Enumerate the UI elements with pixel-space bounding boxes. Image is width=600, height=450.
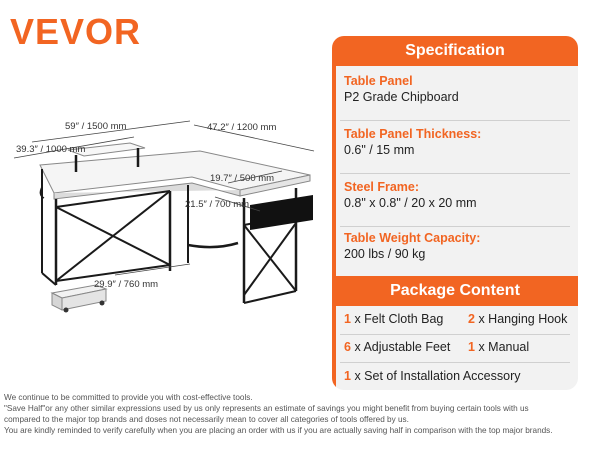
package-qty: 2 (468, 312, 475, 326)
spec-value: 0.8" x 0.8" / 20 x 20 mm (344, 196, 477, 210)
dim-width-label: 59″ / 1500 mm (65, 121, 127, 132)
package-header: Package Content (332, 276, 578, 306)
disclaimer-line: "Save Half"or any other similar expressi… (4, 404, 529, 413)
package-text: x Adjustable Feet (354, 340, 451, 354)
divider (340, 226, 570, 227)
spec-value: 0.6" / 15 mm (344, 143, 415, 157)
package-text: x Hanging Hook (478, 312, 568, 326)
specification-header: Specification (332, 36, 578, 66)
spec-item-thickness: Table Panel Thickness: 0.6" / 15 mm (344, 127, 572, 158)
spec-label: Table Panel Thickness: (344, 127, 482, 141)
spec-item-capacity: Table Weight Capacity: 200 lbs / 90 kg (344, 231, 572, 262)
dim-side-width-label: 21.5″ / 700 mm (185, 199, 249, 210)
divider (340, 173, 570, 174)
disclaimer: We continue to be committed to provide y… (4, 392, 598, 436)
spec-value: P2 Grade Chipboard (344, 90, 459, 104)
dim-height-label: 29.9″ / 760 mm (94, 279, 158, 290)
package-qty: 1 (344, 312, 351, 326)
disclaimer-line: We continue to be committed to provide y… (4, 393, 253, 402)
divider (340, 362, 570, 363)
package-item: 1 x Felt Cloth Bag (344, 312, 443, 326)
package-qty: 6 (344, 340, 351, 354)
spec-item-frame: Steel Frame: 0.8" x 0.8" / 20 x 20 mm (344, 180, 572, 211)
package-item: 6 x Adjustable Feet (344, 340, 450, 354)
disclaimer-line: You are kindly reminded to verify carefu… (4, 426, 553, 435)
divider (340, 334, 570, 335)
package-qty: 1 (468, 340, 475, 354)
specification-card: Specification Table Panel P2 Grade Chipb… (332, 36, 578, 390)
dim-side-depth-label: 19.7″ / 500 mm (210, 173, 274, 184)
package-item: 1 x Manual (468, 340, 529, 354)
l-shaped-desk-illustration: 59″ / 1500 mm 47.2″ / 1200 mm 39.3″ / 10… (13, 120, 315, 313)
package-item: 2 x Hanging Hook (468, 312, 567, 326)
package-qty: 1 (344, 369, 351, 383)
spec-value: 200 lbs / 90 kg (344, 247, 426, 261)
dim-shelf-label: 39.3″ / 1000 mm (16, 144, 85, 155)
spec-label: Table Weight Capacity: (344, 231, 481, 245)
disclaimer-line: compared to the major top brands and dos… (4, 415, 409, 424)
vevor-logo: VEVOR (10, 11, 142, 52)
divider (340, 120, 570, 121)
spec-label: Table Panel (344, 74, 413, 88)
spec-label: Steel Frame: (344, 180, 420, 194)
package-text: x Manual (478, 340, 530, 354)
accent-bar (332, 306, 336, 390)
package-item: 1 x Set of Installation Accessory (344, 369, 521, 383)
package-text: x Set of Installation Accessory (354, 369, 521, 383)
accent-bar (332, 66, 336, 276)
spec-item-panel: Table Panel P2 Grade Chipboard (344, 74, 572, 105)
package-text: x Felt Cloth Bag (354, 312, 444, 326)
dim-depth-label: 47.2″ / 1200 mm (207, 122, 276, 133)
